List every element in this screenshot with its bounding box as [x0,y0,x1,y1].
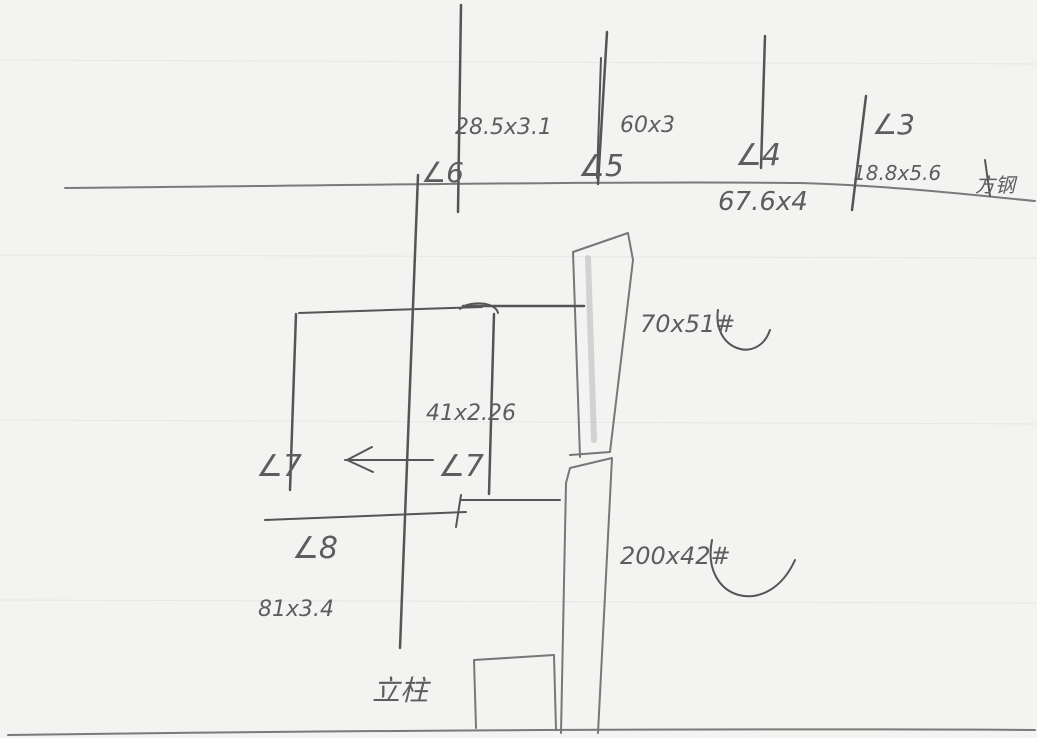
upper-beam-knot [459,302,499,314]
label-angle4: ∠4 [735,138,781,173]
label-tube2: 200x42# [620,542,731,570]
label-angle6: ∠6 [421,156,464,189]
base-box [473,654,557,731]
label-angle6-size: 28.5x3.1 [455,115,552,140]
right-leg [487,312,496,496]
label-tube1: 70x51# [640,310,735,338]
corner-note-stroke [984,159,991,197]
label-angle7-right: ∠7 [438,449,484,484]
label-angle8: ∠8 [292,531,338,566]
angle8-horizontal [264,511,467,521]
bottom-horizontal-line [7,728,1036,736]
label-corner-note: 方钢 [975,173,1018,197]
arrow-head [346,446,374,473]
angle3-vertical [850,94,868,212]
angle6-vertical [456,3,463,214]
label-angle5: ∠5 [578,149,624,184]
lower-plate-outline [560,457,613,734]
upper-plate-outline [569,232,634,458]
left-leg [288,312,298,492]
label-angle3-size: 18.8x5.6 [853,161,941,185]
paper-texture [0,59,1037,604]
lower-beam-tick [455,494,462,528]
central-column [398,173,420,650]
upper-plate-shade [585,255,597,443]
label-bottom-note: 立柱 [372,674,431,707]
upper-beam [298,306,483,314]
label-angle4-size: 67.6x4 [718,187,808,217]
label-angle5-size: 60x3 [620,113,675,138]
angle5-vertical [596,30,609,186]
top-horizontal-line [64,181,1036,202]
label-angle7-left: ∠7 [256,449,302,484]
label-angle3: ∠3 [872,108,915,141]
angle4-vertical [759,34,767,170]
angle5-vertical-inner [596,57,602,179]
circle-mark-1 [716,309,771,351]
label-angle8-size: 81x3.4 [258,597,334,622]
circle-mark-2 [709,539,796,598]
label-angle7-size: 41x2.26 [426,401,516,426]
